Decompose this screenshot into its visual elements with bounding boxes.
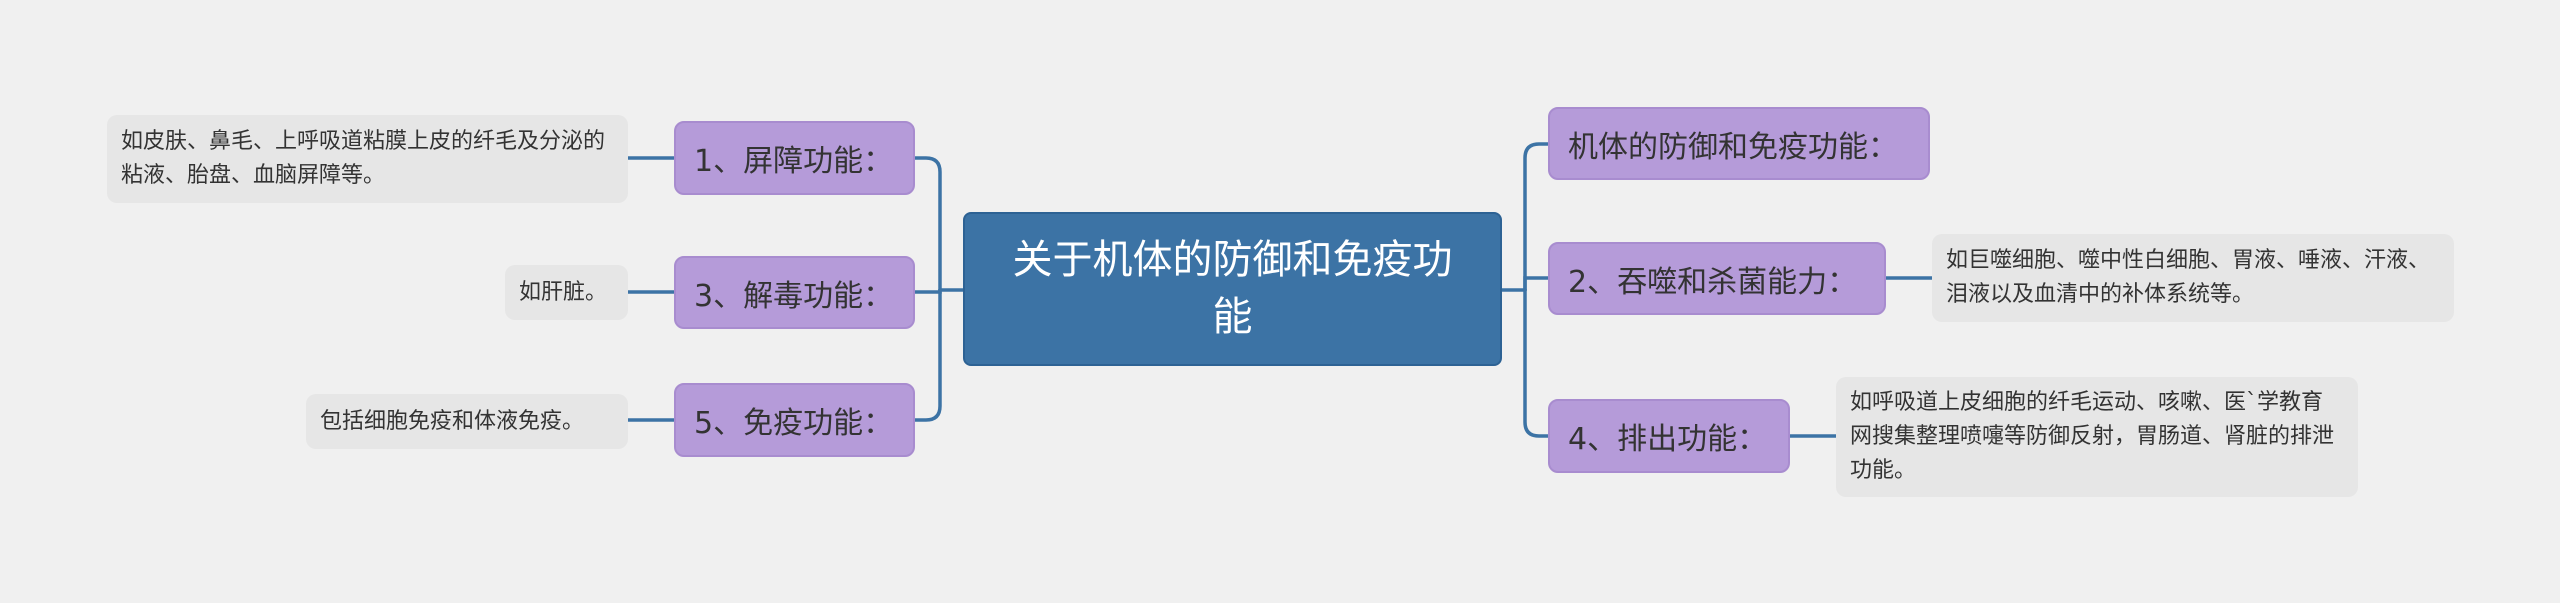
leaf-detox-detail[interactable]: 如肝脏。 <box>505 265 628 320</box>
branch-barrier-function[interactable]: 1、屏障功能： <box>674 121 915 195</box>
connector-left-3 <box>913 288 942 294</box>
branch-phagocytosis[interactable]: 2、吞噬和杀菌能力： <box>1548 242 1886 315</box>
branch-label: 3、解毒功能： <box>694 278 894 314</box>
branch-label: 1、屏障功能： <box>694 144 894 179</box>
branch-label: 2、吞噬和杀菌能力： <box>1568 264 1858 300</box>
connector-right-0 <box>1523 142 1550 292</box>
branch-label: 4、排出功能： <box>1568 422 1768 457</box>
leaf-immune-detail[interactable]: 包括细胞免疫和体液免疫。 <box>306 394 628 449</box>
connector-left-1 <box>913 156 942 292</box>
branch-label: 机体的防御和免疫功能： <box>1568 129 1898 165</box>
connector-left-5 <box>913 288 942 422</box>
branch-immune-function[interactable]: 5、免疫功能： <box>674 383 915 457</box>
connector-right-2 <box>1523 276 1550 292</box>
leaf-text: 如肝脏。 <box>519 279 608 305</box>
branch-label: 5、免疫功能： <box>694 406 894 441</box>
leaf-text: 如呼吸道上皮细胞的纤毛运动、咳嗽、医`学教育网搜集整理喷嚏等防御反射，胃肠道、肾… <box>1850 390 2335 483</box>
root-topic-label: 关于机体的防御和免疫功能 <box>1012 237 1453 340</box>
leaf-text: 如巨噬细胞、噬中性白细胞、胃液、唾液、汗液、泪液以及血清中的补体系统等。 <box>1946 248 2431 307</box>
leaf-barrier-detail[interactable]: 如皮肤、鼻毛、上呼吸道粘膜上皮的纤毛及分泌的粘液、胎盘、血脑屏障等。 <box>107 115 628 203</box>
branch-detox-function[interactable]: 3、解毒功能： <box>674 256 915 329</box>
leaf-phagocytosis-detail[interactable]: 如巨噬细胞、噬中性白细胞、胃液、唾液、汗液、泪液以及血清中的补体系统等。 <box>1932 234 2454 322</box>
leaf-text: 包括细胞免疫和体液免疫。 <box>320 408 585 434</box>
root-topic[interactable]: 关于机体的防御和免疫功能 <box>963 212 1502 366</box>
connector-right-4 <box>1523 288 1550 438</box>
branch-excretion-function[interactable]: 4、排出功能： <box>1548 399 1790 473</box>
leaf-excretion-detail[interactable]: 如呼吸道上皮细胞的纤毛运动、咳嗽、医`学教育网搜集整理喷嚏等防御反射，胃肠道、肾… <box>1836 377 2358 497</box>
branch-defense-immune[interactable]: 机体的防御和免疫功能： <box>1548 107 1930 180</box>
leaf-text: 如皮肤、鼻毛、上呼吸道粘膜上皮的纤毛及分泌的粘液、胎盘、血脑屏障等。 <box>121 129 606 188</box>
